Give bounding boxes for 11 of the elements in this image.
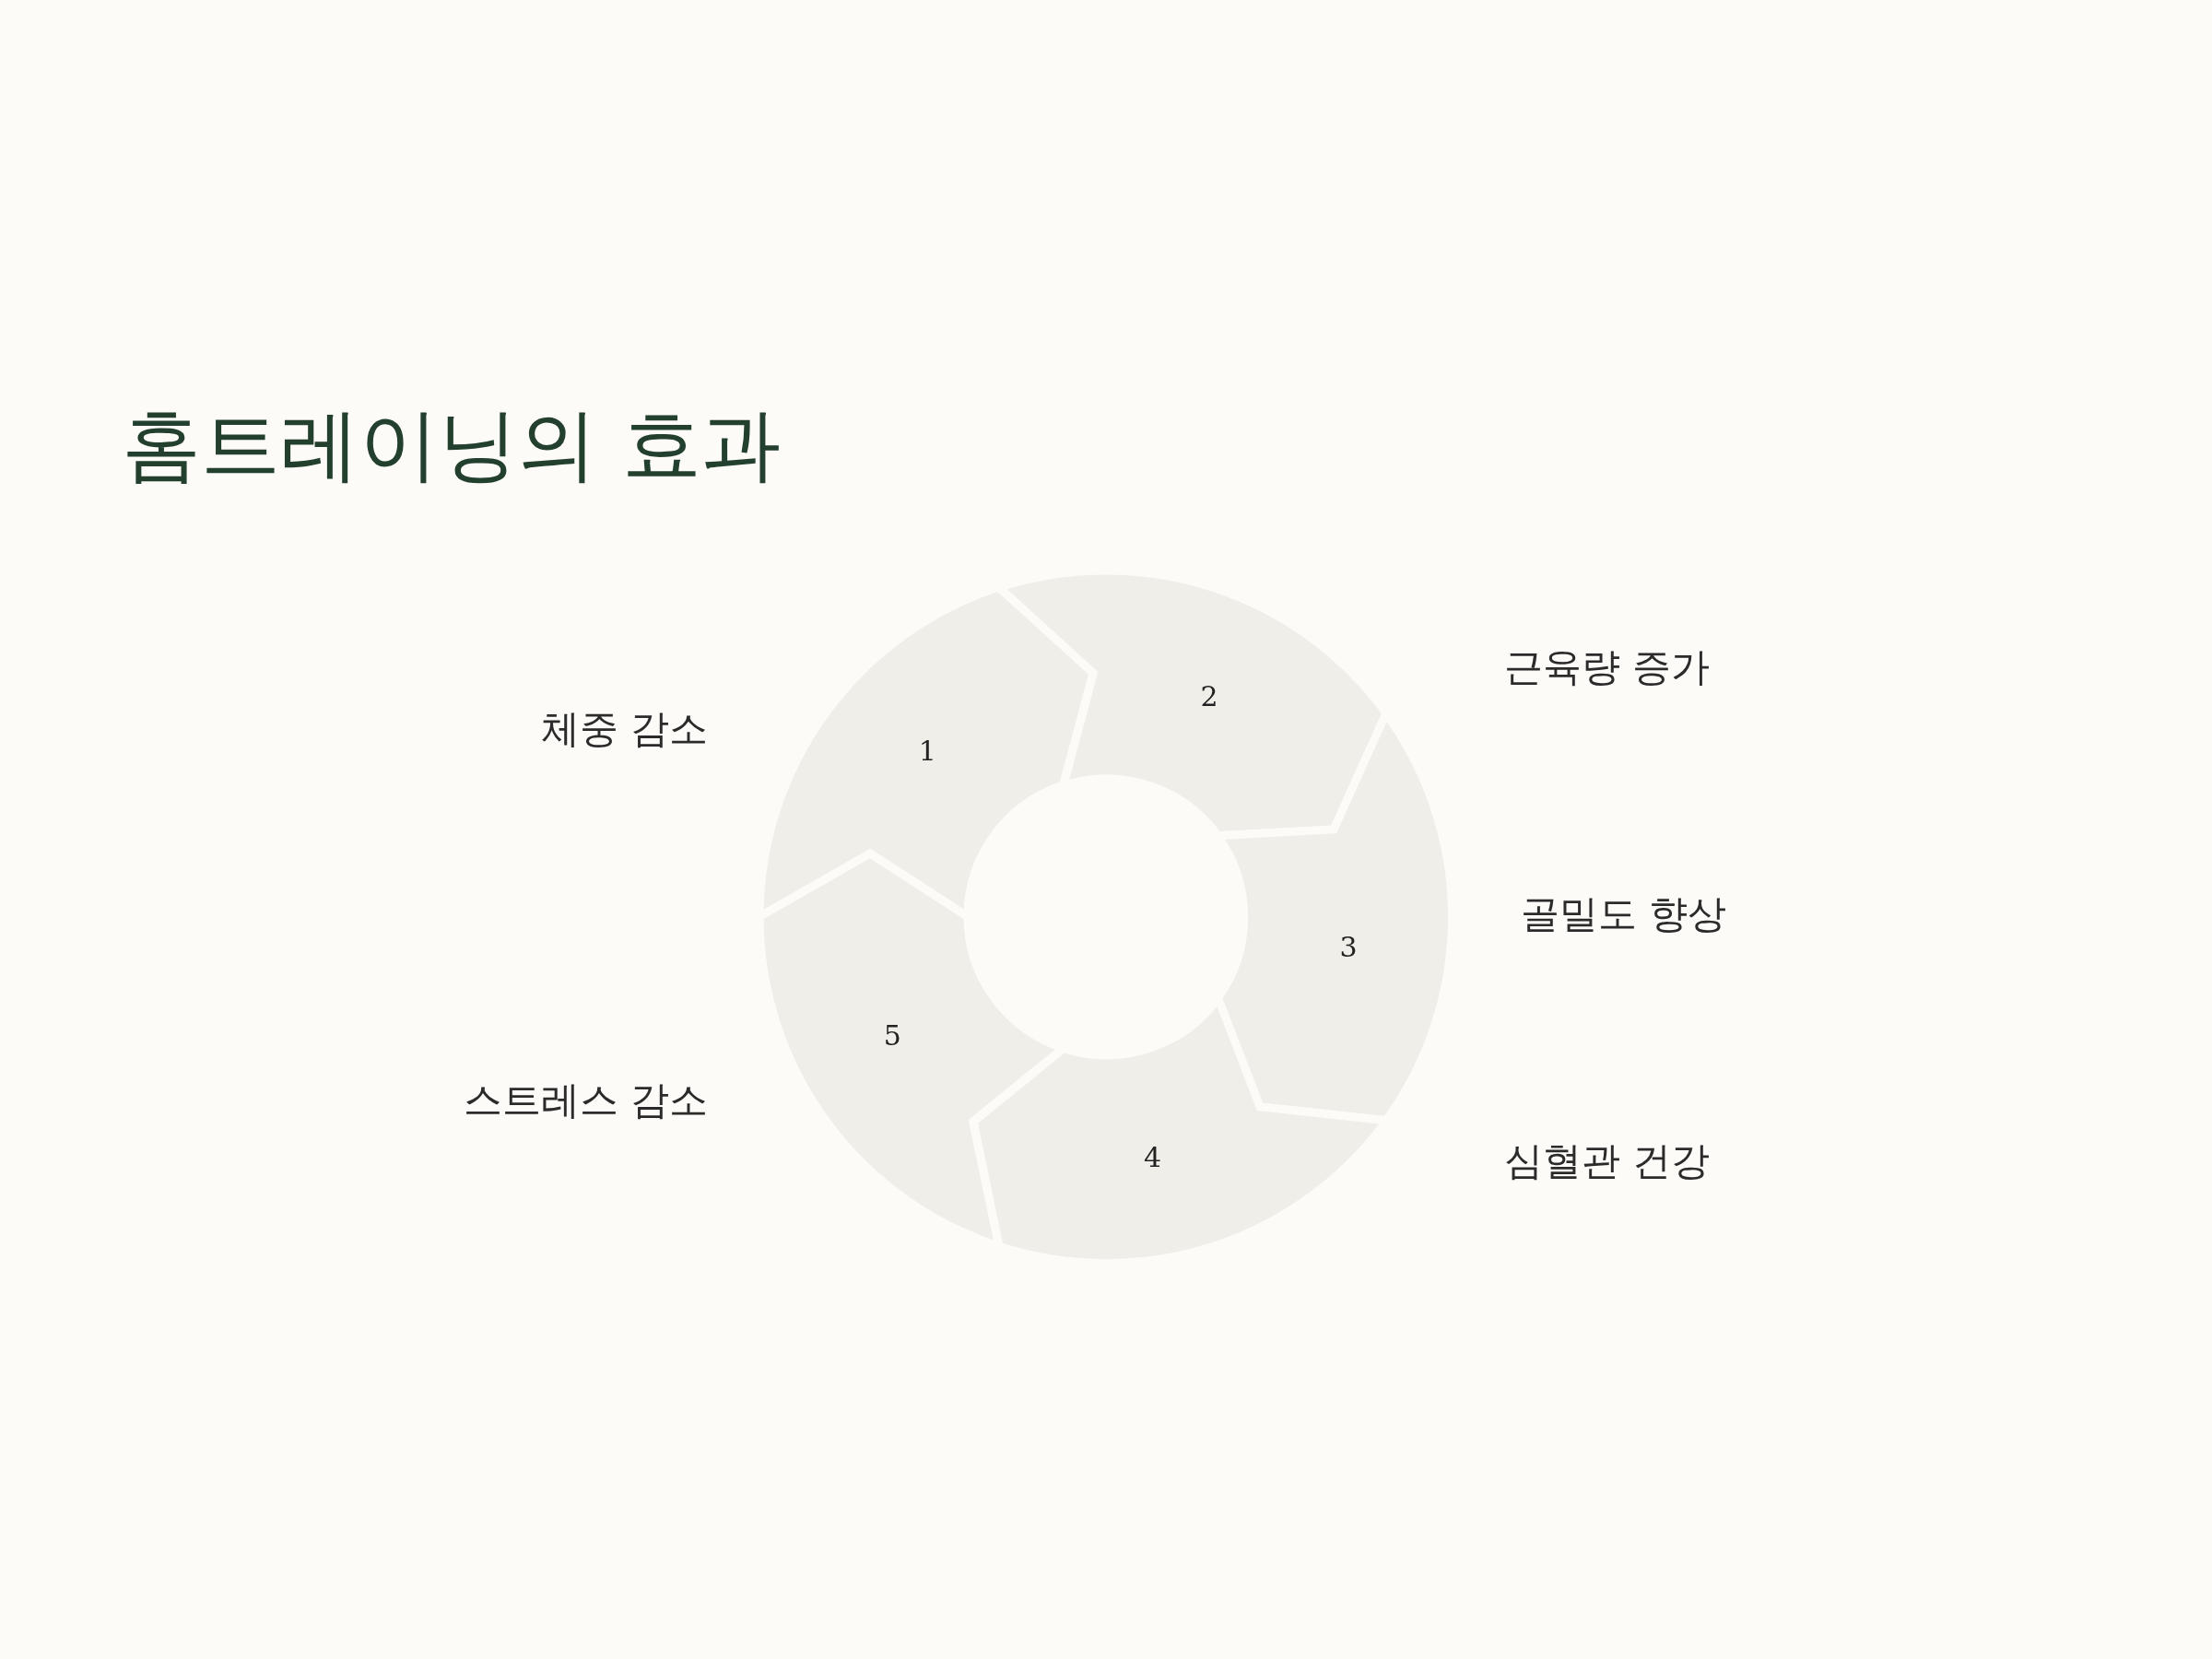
step-number: 3: [1339, 930, 1358, 963]
title: 홈트레이닝의 효과: [122, 397, 782, 492]
step-number: 5: [883, 1018, 901, 1052]
segment-label: 골밀도 향상: [1521, 890, 1727, 938]
step-number: 4: [1144, 1140, 1162, 1173]
segment-label: 근육량 증가: [1504, 643, 1711, 691]
segment-label: 스트레스 감소: [463, 1077, 708, 1124]
segment-label: 체중 감소: [540, 705, 708, 753]
step-number: 2: [1200, 679, 1218, 712]
segment-label: 심혈관 건강: [1504, 1137, 1711, 1185]
step-number: 1: [918, 734, 936, 767]
